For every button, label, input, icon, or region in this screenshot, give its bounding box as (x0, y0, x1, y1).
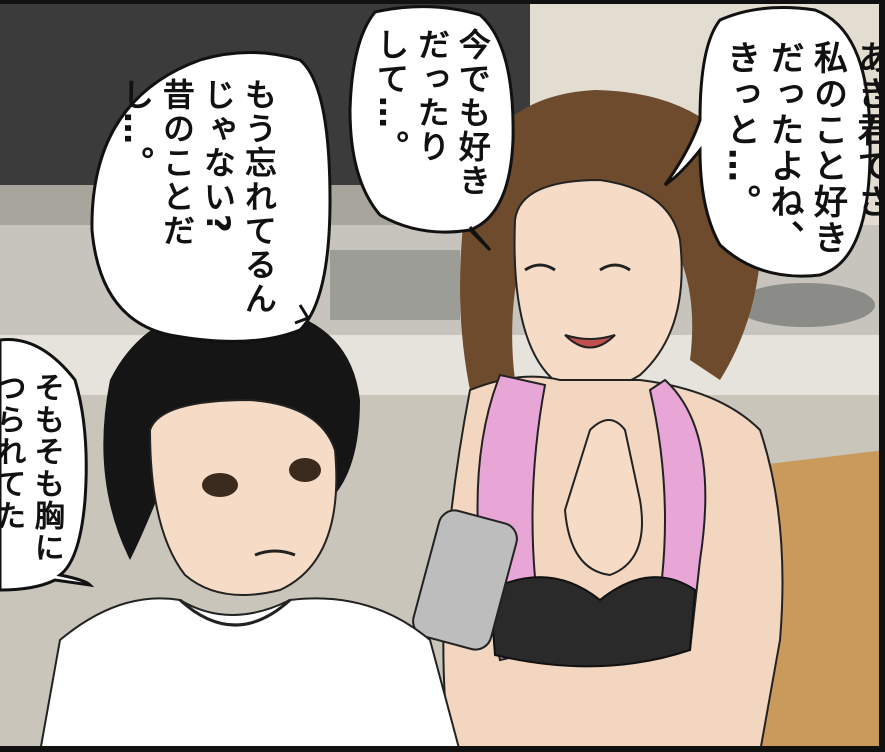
man-shirt (38, 597, 462, 752)
man-face (148, 398, 338, 596)
drink-can (412, 509, 518, 651)
stove-burner (735, 283, 875, 327)
speech-bubble-right (663, 6, 872, 278)
speech-bubble-left-bottom (0, 338, 95, 592)
speech-bubble-left-top (90, 51, 332, 343)
woman-face (513, 178, 683, 392)
woman-hand (563, 419, 643, 577)
bra (488, 576, 697, 668)
bubble-text-woman-middle: 今でも好き だったり して…。 (371, 28, 492, 198)
bubble-text-woman-right: あき君てさ 私のこと好き だったよね、 きっと…。 (720, 40, 885, 256)
faucet-area (330, 250, 460, 320)
bubble-text-left-top: もう忘れてるん じゃない? 昔のことだ し…。 (116, 78, 278, 316)
speech-bubble-middle (348, 5, 515, 252)
bubble-text-left-bottom: そもそも胸に つられてた (0, 372, 64, 564)
